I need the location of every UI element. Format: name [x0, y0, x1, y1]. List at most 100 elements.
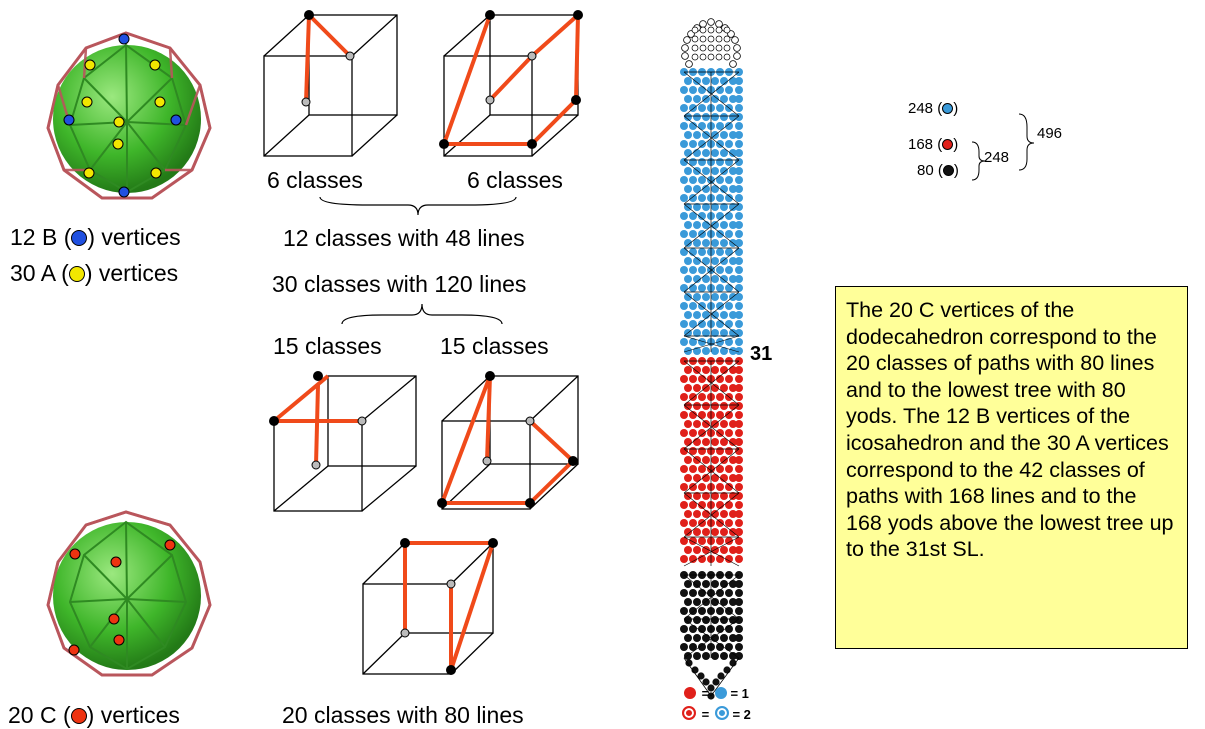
yod-dot [729, 634, 737, 642]
yod-dot [680, 519, 688, 527]
yod-dot [684, 598, 692, 606]
yod-dot [735, 465, 743, 473]
yod-dot [689, 212, 697, 220]
yod-dot [729, 652, 737, 660]
yod-dot [720, 275, 728, 283]
yod-dot [684, 528, 692, 536]
yod-dot [684, 221, 692, 229]
yod-dot [680, 465, 688, 473]
yod-dot [698, 194, 706, 202]
yod-dot [720, 311, 728, 319]
yod-dot [684, 149, 692, 157]
yod-dot [735, 580, 743, 588]
yod-dot [702, 77, 710, 85]
yod-dot [711, 329, 719, 337]
yod-dot [693, 384, 701, 392]
yod-dot [698, 158, 706, 166]
label-6-classes-b: 6 classes [467, 167, 563, 193]
yod-dot [716, 375, 724, 383]
yod-dot [735, 266, 743, 274]
yod-dot [716, 643, 724, 651]
yod-dot [698, 465, 706, 473]
yod-dot [702, 528, 710, 536]
yod-dot [689, 140, 697, 148]
total-496: 496 [1037, 125, 1063, 142]
yod-dot [720, 528, 728, 536]
yod-dot [725, 519, 733, 527]
yod-dot [684, 366, 692, 374]
yod-dot [735, 402, 743, 410]
yod-dot [725, 625, 733, 633]
yod-dot [680, 122, 688, 130]
yod-dot [735, 347, 743, 355]
yod-dot [693, 438, 701, 446]
count-black: 80 () [917, 162, 959, 179]
yod-dot [711, 185, 719, 193]
yod-dot [711, 598, 719, 606]
yod-dot [729, 347, 737, 355]
yod-dot [684, 384, 692, 392]
yod-dot [693, 293, 701, 301]
yod-dot [689, 248, 697, 256]
yod-dot [735, 185, 743, 193]
yod-dot [698, 501, 706, 509]
yod-dot [735, 140, 743, 148]
yod-dot [684, 185, 692, 193]
yod-dot [711, 257, 719, 265]
yod-dot [716, 104, 724, 112]
yod-dot [720, 510, 728, 518]
yod-dot [735, 221, 743, 229]
yod-dot [698, 555, 706, 563]
yod-dot [729, 598, 737, 606]
yod-dot [716, 248, 724, 256]
yod-dot [698, 447, 706, 455]
yod-dot [689, 607, 697, 615]
yod-dot [698, 589, 706, 597]
yellow-dot-icon [68, 266, 85, 282]
yod-dot [735, 375, 743, 383]
yod-dot [729, 95, 737, 103]
yod-dot [720, 420, 728, 428]
yod-dot [735, 607, 743, 615]
yod-dot [735, 519, 743, 527]
yod-dot [720, 580, 728, 588]
yod-dot [725, 122, 733, 130]
yod-dot [711, 293, 719, 301]
yod-dot [689, 393, 697, 401]
yod-dot [725, 501, 733, 509]
yod-dot [698, 320, 706, 328]
yod-dot [698, 483, 706, 491]
explanation-note: The 20 C vertices of the dodecahedron co… [835, 286, 1188, 649]
yod-dot [693, 366, 701, 374]
yod-dot [735, 492, 743, 500]
yod-dot [735, 438, 743, 446]
yod-dot [735, 384, 743, 392]
yod-dot [735, 625, 743, 633]
yod-dot [716, 230, 724, 238]
yod-dot [735, 429, 743, 437]
yod-dot [735, 95, 743, 103]
yod-dot [711, 402, 719, 410]
yod-dot [720, 113, 728, 121]
yod-dot [702, 546, 710, 554]
label-12-classes: 12 classes with 48 lines [283, 225, 525, 251]
yod-dot [680, 338, 688, 346]
yod-dot [716, 338, 724, 346]
yod-dot [720, 474, 728, 482]
yod-dot [720, 384, 728, 392]
yod-dot [702, 652, 710, 660]
yod-dot [711, 275, 719, 283]
yod-dot [693, 634, 701, 642]
yod-dot [689, 411, 697, 419]
yod-dot [711, 546, 719, 554]
yod-dot [689, 104, 697, 112]
yod-dot [711, 221, 719, 229]
sub-total-248: 248 [984, 149, 1010, 166]
yod-dot [725, 483, 733, 491]
yod-dot [735, 634, 743, 642]
yod-dot [689, 555, 697, 563]
yod-dot [702, 438, 710, 446]
yod-dot [711, 652, 719, 660]
blue-dot-icon [71, 230, 88, 246]
yod-dot [735, 284, 743, 292]
